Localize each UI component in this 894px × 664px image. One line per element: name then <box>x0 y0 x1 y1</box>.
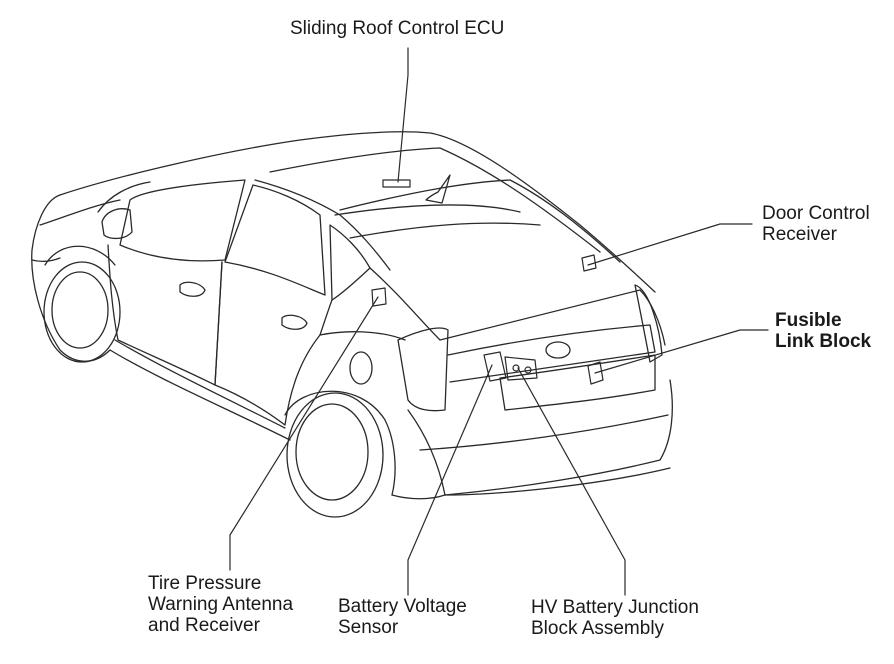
label-line: Sliding Roof Control ECU <box>290 18 505 39</box>
car-body <box>31 131 673 518</box>
label-line: Tire Pressure <box>148 573 262 594</box>
roof-antenna <box>425 174 451 204</box>
battery-voltage-sensor-part <box>483 351 507 382</box>
front-door-handle <box>179 281 206 297</box>
side-mirror <box>101 208 133 240</box>
label-line: Battery Voltage <box>338 596 467 617</box>
label-line: Fusible <box>775 310 842 331</box>
rear-bumper <box>407 379 673 496</box>
roof-outline <box>59 131 656 293</box>
label-line: Sensor <box>338 617 399 638</box>
tail-light-left <box>397 327 449 412</box>
label-line: HV Battery Junction <box>531 597 699 618</box>
leader-battery-voltage <box>407 364 493 596</box>
tail-light-right <box>634 284 663 363</box>
fuel-door <box>349 351 373 385</box>
a-pillar <box>97 181 151 213</box>
sliding-roof-ecu-part <box>382 179 411 188</box>
front-fender <box>31 194 111 362</box>
rear-emblem <box>545 341 571 359</box>
front-side-window <box>119 179 246 262</box>
label-door-control-receiver: Door Control Receiver <box>762 203 870 245</box>
leader-door-control-receiver <box>587 223 753 266</box>
label-fusible-link-block: Fusible Link Block <box>775 310 871 352</box>
label-tire-pressure-warning-antenna: Tire Pressure Warning Antenna and Receiv… <box>148 573 293 636</box>
label-line: and Receiver <box>148 615 260 636</box>
label-battery-voltage-sensor: Battery Voltage Sensor <box>338 596 467 638</box>
license-area <box>499 354 656 411</box>
label-line: Door Control <box>762 203 870 224</box>
label-hv-battery-junction-block: HV Battery Junction Block Assembly <box>531 597 699 639</box>
rear-wheel <box>286 392 384 518</box>
roof-panel <box>269 147 601 253</box>
leader-hv-battery <box>517 367 626 596</box>
leader-fusible-link-block <box>594 329 769 374</box>
quarter-window <box>329 224 371 301</box>
rear-door <box>214 261 333 426</box>
label-sliding-roof-control-ecu: Sliding Roof Control ECU <box>290 18 504 39</box>
label-line: Link Block <box>775 331 872 352</box>
component-markers <box>371 179 604 385</box>
door-control-receiver-part <box>581 254 597 272</box>
tire-pressure-antenna-part <box>371 287 387 307</box>
rocker-panel <box>109 349 291 441</box>
label-line: Receiver <box>762 224 837 245</box>
front-wheel <box>43 261 121 363</box>
label-line: Block Assembly <box>531 618 665 639</box>
rear-garnish <box>447 324 656 383</box>
front-door <box>107 244 223 386</box>
hv-battery-junction-part <box>504 356 538 381</box>
label-line: Warning Antenna <box>148 594 294 615</box>
fusible-link-block-part <box>587 361 604 385</box>
leader-tire-pressure <box>229 296 379 571</box>
leader-sliding-roof-ecu <box>397 47 409 183</box>
rear-door-handle <box>281 314 308 330</box>
leader-lines <box>229 47 769 596</box>
roof-panel-edge <box>339 179 621 263</box>
rear-side-window <box>224 184 326 296</box>
